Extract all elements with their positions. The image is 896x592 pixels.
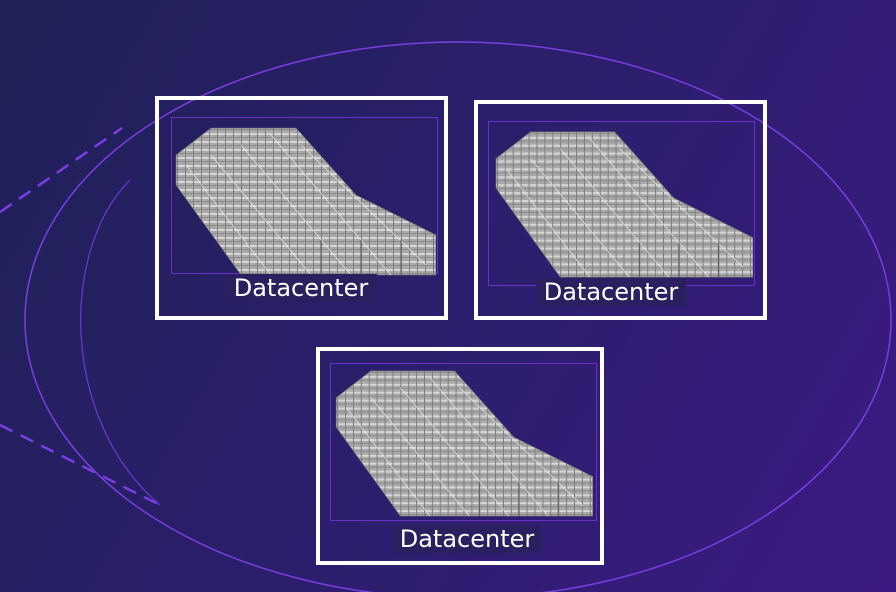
dashed-connector-bottom (0, 423, 161, 507)
datacenter-label: Datacenter (233, 274, 369, 302)
datacenter-node: Datacenter (155, 96, 448, 320)
datacenter-label: Datacenter (399, 525, 535, 553)
server-racks-icon (175, 127, 436, 276)
datacenter-inner-frame (330, 363, 597, 521)
dashed-connector-top (0, 126, 123, 214)
datacenter-label: Datacenter (543, 278, 679, 306)
datacenter-node: Datacenter (316, 347, 604, 565)
server-racks-icon (335, 370, 593, 517)
server-racks-icon (495, 131, 753, 278)
left-partial-ellipse (80, 179, 161, 506)
region-ellipse (24, 41, 892, 592)
datacenter-node: Datacenter (474, 100, 767, 320)
